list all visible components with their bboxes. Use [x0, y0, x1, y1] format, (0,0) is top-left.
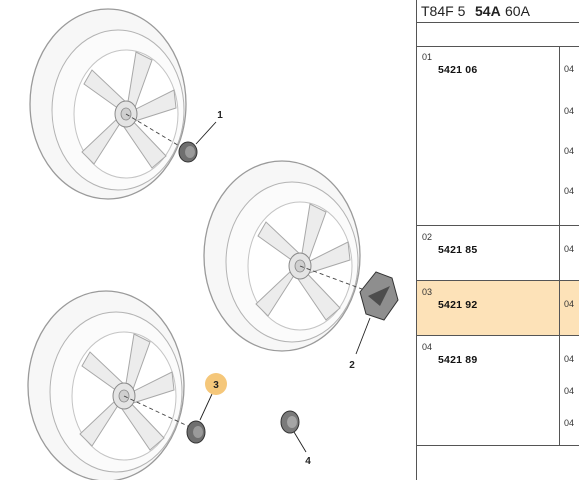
- center-cap-part-2: [359, 271, 399, 321]
- part-reference: 5421 92: [438, 299, 478, 311]
- wheel-middle: [203, 160, 361, 352]
- panel-header: T84F 5 54A 60A: [417, 0, 579, 23]
- row-quantity: 04: [564, 186, 575, 196]
- part-reference: 5421 85: [438, 244, 478, 256]
- row-quantity: 04: [564, 386, 575, 396]
- row-quantity: 04: [564, 146, 575, 156]
- part-row-02[interactable]: 02 5421 85 04: [417, 226, 579, 281]
- header-code-prefix: T84F 5: [421, 3, 466, 19]
- header-code-bold: 54A: [475, 3, 501, 19]
- row-index: 02: [422, 232, 433, 242]
- wheel-top: [29, 8, 187, 200]
- exploded-diagram: 1 2 3 4: [27, 8, 399, 480]
- part-row-01[interactable]: 01 5421 06 04 04 04 04: [417, 46, 579, 226]
- row-quantity: 04: [564, 354, 575, 364]
- part-row-03-selected[interactable]: 03 5421 92 04: [417, 281, 579, 336]
- callout-3-highlight: [205, 373, 227, 395]
- callout-1: 1: [217, 110, 223, 121]
- parts-panel: T84F 5 54A 60A 01 5421 06 04 04 04 04 02…: [416, 0, 579, 480]
- part-reference: 5421 89: [438, 354, 478, 366]
- part-reference: 5421 06: [438, 64, 478, 76]
- row-quantity: 04: [564, 106, 575, 116]
- row-quantity: 04: [564, 299, 575, 309]
- wheel-bottom: [27, 290, 185, 480]
- center-cap-part-3: [186, 420, 206, 444]
- row-index: 03: [422, 287, 433, 297]
- center-cap-part-4: [280, 410, 300, 434]
- row-quantity: 04: [564, 64, 575, 74]
- row-index: 04: [422, 342, 433, 352]
- header-code-suffix: 60A: [505, 3, 530, 19]
- callout-2: 2: [349, 360, 355, 371]
- row-quantity: 04: [564, 244, 575, 254]
- center-cap-part-1: [178, 141, 198, 163]
- panel-spacer: [417, 22, 579, 47]
- part-row-04[interactable]: 04 5421 89 04 04 04: [417, 336, 579, 446]
- callout-4: 4: [305, 456, 311, 467]
- row-quantity: 04: [564, 418, 575, 428]
- callout-3: 3: [213, 380, 219, 391]
- row-index: 01: [422, 52, 433, 62]
